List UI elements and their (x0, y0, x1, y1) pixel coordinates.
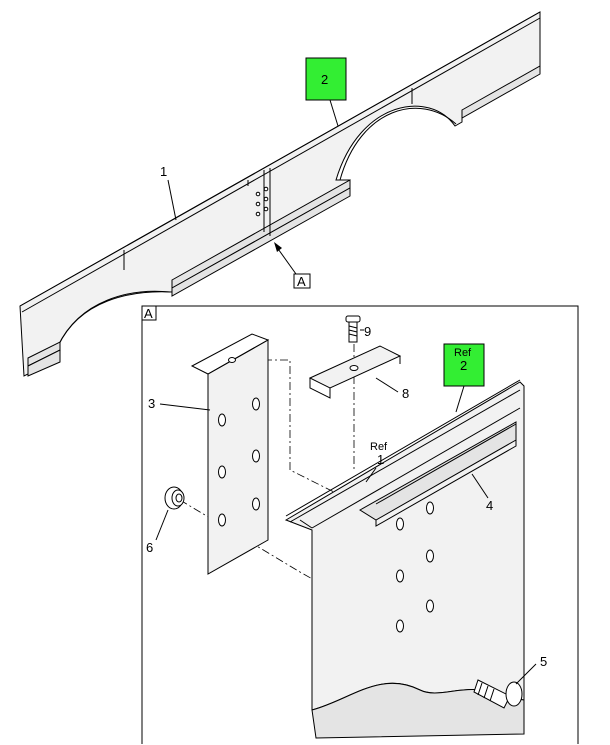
callout-2-highlight-box[interactable] (305, 57, 347, 101)
callout-ref-1-num: 1 (377, 452, 384, 467)
callout-ref-2-num: 2 (460, 358, 467, 373)
splash-shield-panel[interactable] (19, 11, 541, 377)
bolt[interactable] (345, 315, 361, 343)
callout-ref-1-text: Ref (370, 441, 388, 453)
view-a-pointer-box[interactable] (293, 273, 311, 289)
callout-ref-2-highlight-box[interactable] (443, 343, 485, 387)
wheel-arch-right (339, 107, 457, 181)
callout-8: 8 (402, 386, 409, 401)
callout-9: 9 (364, 324, 371, 339)
callout-1-top: 1 (160, 164, 167, 179)
nut[interactable] (164, 486, 185, 510)
view-a-pointer-label: A (297, 274, 306, 289)
callout-6: 6 (146, 540, 153, 555)
wheel-arch-left (57, 290, 171, 347)
callout-2-top: 2 (321, 72, 328, 87)
carriage-bolt[interactable] (473, 679, 523, 709)
callout-3: 3 (148, 396, 155, 411)
callout-5: 5 (540, 654, 547, 669)
top-assembly (19, 11, 541, 377)
detail-view-a: A 9 8 (141, 305, 579, 744)
mounting-bracket[interactable] (284, 381, 525, 711)
callout-4: 4 (486, 498, 493, 513)
detail-view-a-label: A (144, 306, 153, 321)
callout-ref-2-text: Ref (454, 347, 472, 359)
